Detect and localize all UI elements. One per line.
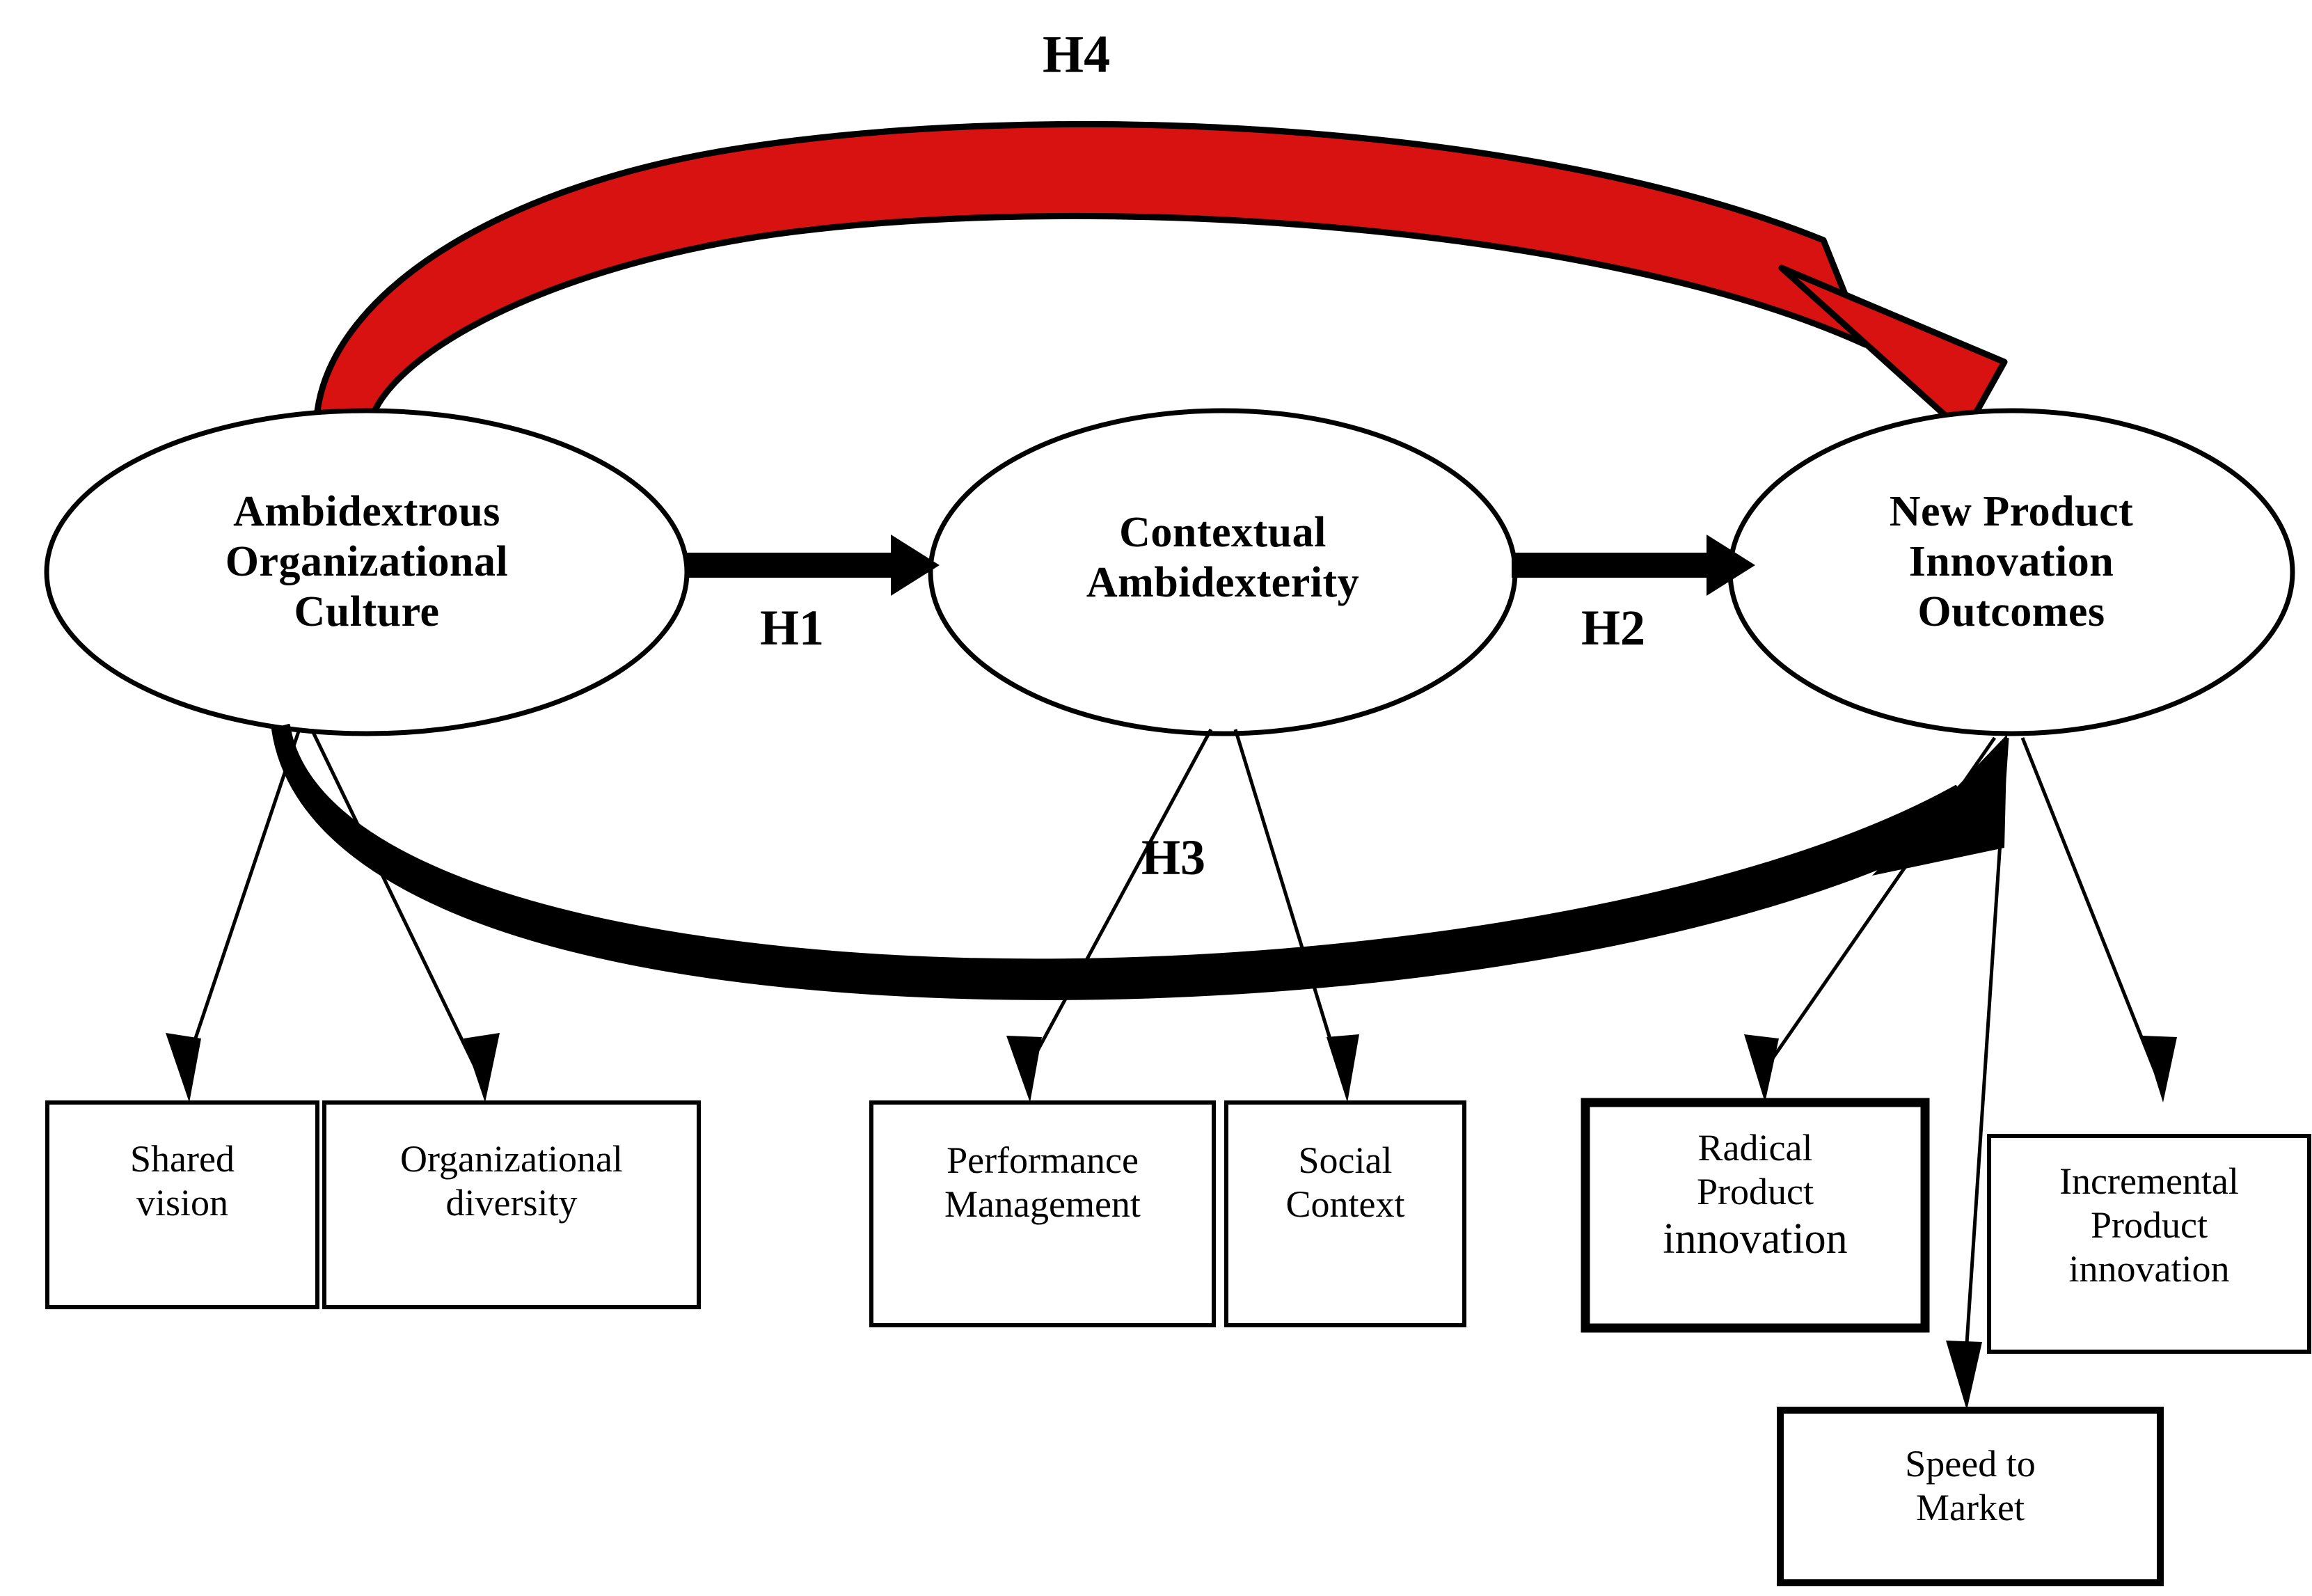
- construct-line-1: Ambidextrous: [233, 488, 500, 535]
- indicator-line-1: Incremental: [2059, 1160, 2239, 1202]
- indicator-box-social-context[interactable]: [1224, 1100, 1466, 1327]
- indicator-label-incremental-product-innovation: Incremental Product innovation: [1989, 1160, 2309, 1292]
- h3-label: H3: [1141, 830, 1206, 885]
- construct-label-new-product-innovation-outcomes: New Product Innovation Outcomes: [1730, 487, 2293, 638]
- connector-to-speed-to-market: [1962, 737, 2009, 1386]
- connector-to-incremental-product-innovation: [2020, 737, 2160, 1078]
- connector-to-performance-management: [1021, 728, 1213, 1079]
- indicator-line-2: Product: [2091, 1204, 2208, 1247]
- indicator-line-2: vision: [136, 1182, 229, 1224]
- h1-arrow: [687, 535, 940, 596]
- indicator-label-performance-management: Performance Management: [871, 1139, 1214, 1226]
- indicator-label-shared-vision: Shared vision: [47, 1137, 317, 1225]
- construct-label-contextual-ambidexterity: Contextual Ambidexterity: [931, 508, 1515, 608]
- h2-arrow: [1512, 535, 1755, 596]
- h4-label: H4: [1043, 25, 1111, 84]
- indicator-line-3: innovation: [2068, 1248, 2230, 1290]
- indicator-line-1: Radical: [1697, 1127, 1813, 1169]
- connector-to-shared-vision: [180, 729, 301, 1078]
- indicator-label-speed-to-market: Speed to Market: [1780, 1442, 2160, 1530]
- construct-line-3: Culture: [294, 587, 440, 635]
- construct-label-ambidextrous-organizational-culture: Ambidextrous Organizational Culture: [47, 487, 687, 638]
- connector-to-radical-product-innovation: [1757, 736, 1997, 1079]
- indicator-box-shared-vision[interactable]: [45, 1100, 319, 1309]
- h2-label: H2: [1581, 600, 1646, 656]
- construct-line-3: Outcomes: [1917, 587, 2105, 635]
- construct-line-2: Ambidexterity: [1086, 558, 1360, 606]
- indicator-box-performance-management[interactable]: [869, 1100, 1216, 1327]
- indicator-line-1: Organizational: [400, 1138, 623, 1180]
- indicator-line-3: innovation: [1663, 1215, 1848, 1263]
- indicator-label-radical-product-innovation: Radical Product innovation: [1585, 1126, 1925, 1265]
- construct-line-1: Contextual: [1119, 509, 1327, 556]
- indicator-line-2: diversity: [445, 1182, 578, 1224]
- connector-to-organizational-diversity: [310, 728, 482, 1079]
- indicator-line-2: Market: [1916, 1487, 2025, 1529]
- indicator-label-social-context: Social Context: [1226, 1139, 1464, 1226]
- h1-label: H1: [760, 600, 825, 656]
- indicator-line-2: Management: [944, 1183, 1141, 1226]
- construct-line-2: Innovation: [1908, 537, 2114, 585]
- indicator-box-incremental-product-innovation[interactable]: [1987, 1134, 2311, 1354]
- indicator-box-radical-product-innovation[interactable]: [1581, 1098, 1930, 1333]
- indicator-line-2: Context: [1285, 1183, 1405, 1226]
- connector-to-social-context: [1233, 729, 1344, 1078]
- indicator-connectors: [180, 728, 2160, 1386]
- indicator-box-organizational-diversity[interactable]: [322, 1100, 701, 1309]
- indicator-box-speed-to-market[interactable]: [1777, 1407, 2164, 1586]
- construct-line-2: Organizational: [225, 537, 509, 585]
- indicator-line-1: Performance: [947, 1139, 1139, 1181]
- construct-line-1: New Product: [1889, 488, 2134, 535]
- indicator-line-1: Shared: [130, 1138, 235, 1180]
- indicator-line-1: Social: [1298, 1139, 1393, 1181]
- indicator-line-2: Product: [1697, 1171, 1814, 1213]
- indicator-label-organizational-diversity: Organizational diversity: [324, 1137, 699, 1225]
- indicator-arrowheads: [166, 1033, 2177, 1410]
- indicator-line-1: Speed to: [1905, 1443, 2036, 1485]
- h4-red-arrow: [313, 121, 2008, 436]
